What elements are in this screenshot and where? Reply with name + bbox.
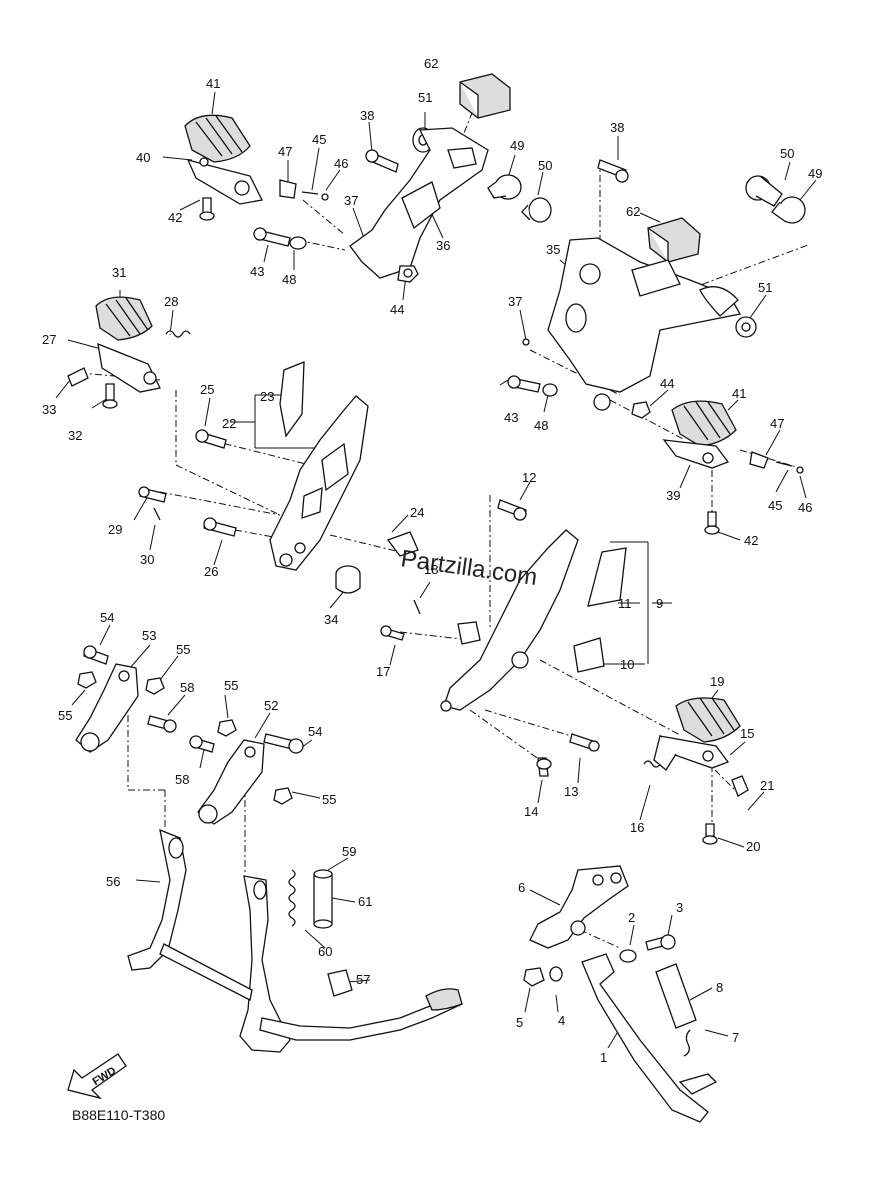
callout-55d: 55: [322, 792, 336, 807]
callout-55: 55: [176, 642, 190, 657]
callout-54b: 54: [308, 724, 322, 739]
lower-right-footrest: [643, 697, 749, 845]
callout-38: 38: [360, 108, 374, 123]
callout-28: 28: [164, 294, 178, 309]
callout-50b: 50: [780, 146, 794, 161]
callout-38b: 38: [610, 120, 624, 135]
callout-10: 10: [620, 657, 634, 672]
callout-19: 19: [710, 674, 724, 689]
callout-37: 37: [344, 193, 358, 208]
callout-2: 2: [628, 910, 635, 925]
callout-16: 16: [630, 820, 644, 835]
callout-32: 32: [68, 428, 82, 443]
callout-52: 52: [264, 698, 278, 713]
callout-5: 5: [516, 1015, 523, 1030]
callout-55b: 55: [58, 708, 72, 723]
callout-39: 39: [666, 488, 680, 503]
callout-44b: 44: [660, 376, 674, 391]
callout-55c: 55: [224, 678, 238, 693]
callout-48: 48: [282, 272, 296, 287]
callout-37b: 37: [508, 294, 522, 309]
callout-3: 3: [676, 900, 683, 915]
callout-22: 22: [222, 416, 236, 431]
callout-62b: 62: [626, 204, 640, 219]
callout-60: 60: [318, 944, 332, 959]
callout-41: 41: [206, 76, 220, 91]
callout-12: 12: [522, 470, 536, 485]
callout-49: 49: [510, 138, 524, 153]
callout-62: 62: [424, 56, 438, 71]
callout-53: 53: [142, 628, 156, 643]
callout-4: 4: [558, 1013, 565, 1028]
callout-31: 31: [112, 265, 126, 280]
upper-right-footrest-assembly: [507, 159, 806, 535]
diagram-code: B88E110-T380: [72, 1107, 165, 1123]
left-rear-footrest-assembly: [67, 296, 191, 409]
callout-57: 57: [356, 972, 370, 987]
callout-43b: 43: [504, 410, 518, 425]
callout-1: 1: [600, 1050, 607, 1065]
callout-51: 51: [418, 90, 432, 105]
callout-61: 61: [358, 894, 372, 909]
callout-29: 29: [108, 522, 122, 537]
callout-35: 35: [546, 242, 560, 257]
callout-9: 9: [656, 596, 663, 611]
callout-46b: 46: [798, 500, 812, 515]
callout-13: 13: [564, 784, 578, 799]
callout-25: 25: [200, 382, 214, 397]
callout-47: 47: [278, 144, 292, 159]
callout-7: 7: [732, 1030, 739, 1045]
callout-56: 56: [106, 874, 120, 889]
callout-58b: 58: [175, 772, 189, 787]
callout-8: 8: [716, 980, 723, 995]
callout-41b: 41: [732, 386, 746, 401]
watermark-text: Partzilla.com: [399, 545, 539, 591]
callout-21: 21: [760, 778, 774, 793]
leader-lines: [55, 79, 817, 1049]
sidestand: [523, 865, 718, 1123]
callout-26: 26: [204, 564, 218, 579]
callout-42: 42: [168, 210, 182, 225]
callout-33: 33: [42, 402, 56, 417]
callout-18: 18: [424, 562, 438, 577]
callout-51b: 51: [758, 280, 772, 295]
centerstand-linkage: [75, 645, 304, 825]
callout-58: 58: [180, 680, 194, 695]
callout-50: 50: [538, 158, 552, 173]
centerstand: [127, 828, 464, 1053]
right-footrest-bracket: [380, 499, 627, 777]
callout-45: 45: [312, 132, 326, 147]
callout-23: 23: [260, 389, 274, 404]
callout-46: 46: [334, 156, 348, 171]
callout-14: 14: [524, 804, 538, 819]
left-footrest-bracket: [138, 361, 419, 594]
callout-45b: 45: [768, 498, 782, 513]
callout-15: 15: [740, 726, 754, 741]
fwd-arrow: [67, 1053, 127, 1100]
callout-30: 30: [140, 552, 154, 567]
callout-11: 11: [618, 596, 632, 611]
callout-24: 24: [410, 505, 424, 520]
fwd-arrow-icon: [67, 1053, 127, 1100]
callout-54: 54: [100, 610, 114, 625]
callout-48b: 48: [534, 418, 548, 433]
callout-59: 59: [342, 844, 356, 859]
callout-43: 43: [250, 264, 264, 279]
callout-27: 27: [42, 332, 56, 347]
callout-47b: 47: [770, 416, 784, 431]
callout-40: 40: [136, 150, 150, 165]
callout-36: 36: [436, 238, 450, 253]
callout-20: 20: [746, 839, 760, 854]
callout-49b: 49: [808, 166, 822, 181]
callout-44: 44: [390, 302, 404, 317]
callout-6: 6: [518, 880, 525, 895]
callout-42b: 42: [744, 533, 758, 548]
upper-left-footrest-assembly: [184, 73, 552, 283]
callout-labels: 6251413845474640495037364243484438504962…: [42, 56, 822, 1065]
callout-34: 34: [324, 612, 338, 627]
callout-17: 17: [376, 664, 390, 679]
